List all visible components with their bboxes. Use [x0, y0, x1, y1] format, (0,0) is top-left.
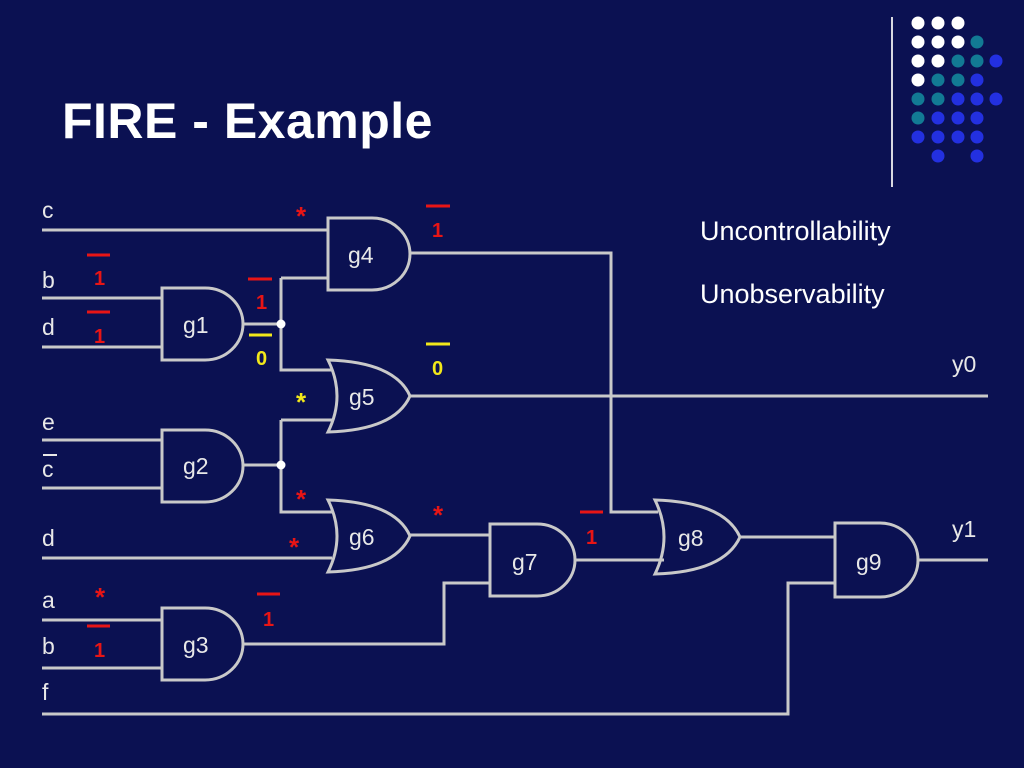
input-label-b2: b [42, 633, 55, 659]
gate-label-g5: g5 [349, 384, 375, 410]
star-mark: * [296, 484, 307, 514]
wires [42, 228, 988, 716]
grid-dot [931, 149, 945, 163]
grid-dot [951, 16, 965, 30]
grid-dot [989, 54, 1003, 68]
and-gate-g9 [833, 521, 920, 599]
input-label-b: b [42, 267, 55, 293]
gate-label-g4: g4 [348, 242, 374, 268]
input-label-f: f [42, 679, 49, 705]
mark-one: 1 [94, 640, 105, 662]
gate-label-g3: g3 [183, 632, 209, 658]
and-gate-g4 [326, 216, 412, 292]
grid-dot [931, 73, 945, 87]
grid-dot [931, 54, 945, 68]
wire-g2-fanout [279, 420, 332, 514]
grid-dot [911, 35, 925, 49]
grid-dot [911, 54, 925, 68]
output-label-y1: y1 [952, 516, 976, 542]
mark-one: 1 [256, 292, 267, 314]
grid-dot [931, 35, 945, 49]
unobservability-marks: 0 0 * [249, 333, 450, 417]
grid-dot [931, 92, 945, 106]
grid-dot [951, 54, 965, 68]
label-unobservability: Unobservability [700, 279, 885, 309]
grid-dot [951, 73, 965, 87]
mark-one: 1 [263, 609, 274, 631]
and-gate-g3 [160, 606, 245, 682]
input-label-a: a [42, 587, 55, 613]
or-gate-g5 [325, 358, 412, 434]
gate-label-g8: g8 [678, 525, 704, 551]
input-label-d: d [42, 314, 55, 340]
label-uncontrollability: Uncontrollability [700, 216, 891, 246]
wire-g3-to-g7 [244, 581, 490, 646]
grid-dot [970, 92, 984, 106]
grid-dot [931, 111, 945, 125]
input-label-c-bar: c [42, 456, 54, 482]
junction-dot [276, 319, 286, 329]
star-mark: * [296, 201, 307, 231]
gate-label-g2: g2 [183, 453, 209, 479]
mark-one: 1 [432, 220, 443, 242]
mark-one: 1 [94, 326, 105, 348]
or-gate-g6 [325, 498, 412, 574]
grid-dot [911, 111, 925, 125]
input-label-c: c [42, 197, 54, 223]
grid-dot [970, 111, 984, 125]
gates: g1 g2 g3 g4 g5 g6 g7 g8 g9 [160, 216, 920, 682]
grid-dot [951, 111, 965, 125]
red-star-marks: * * * * * [95, 201, 444, 612]
gate-label-g7: g7 [512, 549, 538, 575]
grid-dot [931, 130, 945, 144]
gate-label-g9: g9 [856, 549, 882, 575]
decorative-divider [891, 17, 893, 187]
wire-g1-fanout [279, 278, 332, 372]
gate-label-g1: g1 [183, 312, 209, 338]
grid-dot [911, 73, 925, 87]
grid-dot [970, 54, 984, 68]
grid-dot [970, 35, 984, 49]
and-gate-g7 [488, 522, 577, 598]
grid-dot [951, 92, 965, 106]
wire-f-to-g9 [42, 581, 835, 716]
star-mark: * [95, 582, 106, 612]
junction-dot [276, 460, 286, 470]
and-gate-g2 [160, 428, 245, 504]
grid-dot [951, 130, 965, 144]
wire-g4-to-g8 [410, 251, 658, 514]
star-mark: * [289, 532, 300, 562]
input-label-e: e [42, 409, 55, 435]
grid-dot [911, 16, 925, 30]
grid-dot [970, 149, 984, 163]
mark-one: 1 [586, 527, 597, 549]
input-label-d2: d [42, 525, 55, 551]
and-gate-g1 [160, 286, 245, 362]
mark-one: 1 [94, 268, 105, 290]
grid-dot [989, 92, 1003, 106]
or-gate-g8 [652, 498, 742, 576]
grid-dot [970, 73, 984, 87]
output-label-y0: y0 [952, 351, 976, 377]
grid-dot [911, 130, 925, 144]
slide-title: FIRE - Example [62, 93, 433, 149]
grid-dot [931, 16, 945, 30]
star-mark: * [433, 500, 444, 530]
grid-dot [911, 92, 925, 106]
gate-label-g6: g6 [349, 524, 375, 550]
mark-zero: 0 [432, 358, 443, 380]
mark-zero: 0 [256, 348, 267, 370]
grid-dot [951, 35, 965, 49]
star-mark: * [296, 387, 307, 417]
grid-dot [970, 130, 984, 144]
uncontrollability-marks: 1 1 1 1 1 1 1 [87, 204, 603, 662]
decorative-dot-grid [911, 16, 1003, 163]
